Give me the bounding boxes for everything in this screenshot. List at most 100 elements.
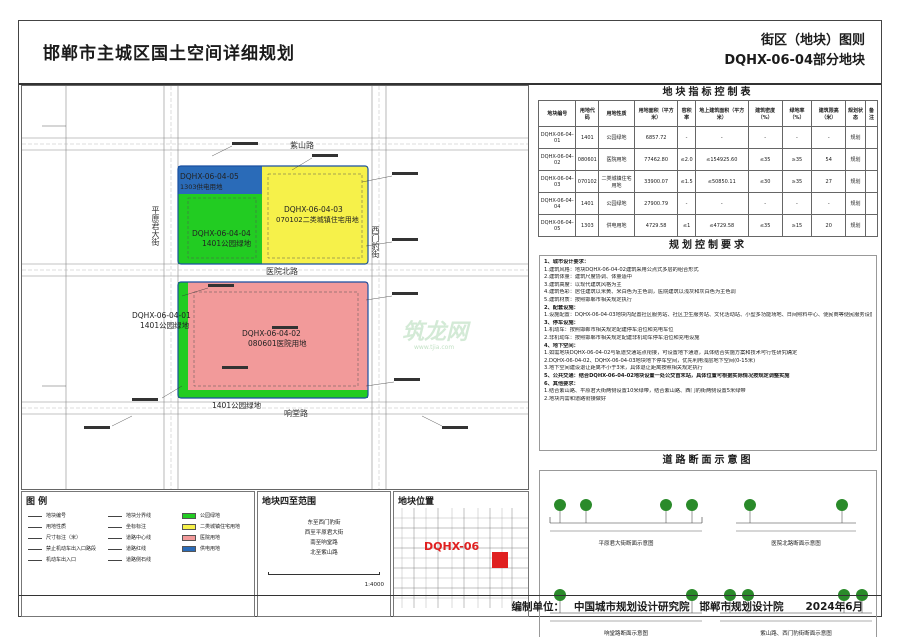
table-cell: ≤50850.11 (694, 170, 749, 193)
table-cell: 1303 (575, 214, 600, 237)
road-south: 响堂路 (284, 408, 308, 418)
road-east: 西门豹街 (371, 226, 380, 258)
requirement-line: 5、公共交通：结合DQHX-06-04-02地块设置一处公交首末站，具体位置可根… (544, 372, 790, 379)
table-cell: 二类城镇住宅用地 (598, 170, 635, 193)
parcel-south-green-fill (178, 390, 368, 398)
table-cell: ≥35 (781, 148, 813, 171)
table-cell: 77462.80 (633, 148, 679, 171)
road-labels: 紫山路 医院北路 响堂路 (266, 140, 314, 418)
table-cell: - (747, 192, 783, 215)
index-table-header-cell: 规划状态 (845, 100, 866, 127)
road-north: 紫山路 (290, 140, 314, 150)
legend-label: 地块分界线 (126, 513, 152, 519)
index-table-header-cell: 建筑限高（米） (811, 100, 847, 127)
parcel-use-01: 1401公园绿地 (140, 320, 190, 330)
table-cell: 公园绿地 (598, 126, 635, 149)
footer-date: 2024年6月 (805, 601, 863, 613)
requirement-line: 4、地下空间： (544, 342, 579, 349)
legend-label: 二类城镇住宅用地 (200, 524, 241, 530)
legend-label: 供电用地 (200, 546, 221, 552)
location-highlight (492, 552, 508, 568)
table-cell: 27900.79 (633, 192, 679, 215)
road-section-2-svg (736, 499, 856, 532)
legend-swatch (28, 558, 42, 561)
table-cell: 供电用地 (598, 214, 635, 237)
table-cell: 公园绿地 (598, 192, 635, 215)
requirement-line: 1.机动车：按照邯郸市相关规定配建停车泊位和充电车位 (544, 327, 674, 334)
road-west-wrap: 平原君大街 (151, 206, 160, 246)
footer-org-1: 中国城市规划设计研究院 (573, 601, 690, 613)
requirement-line: 2.地块内需和道路衔接做好 (544, 395, 607, 402)
legend-swatch (182, 523, 196, 530)
legend-item: 公园绿地 (182, 512, 220, 519)
table-cell: - (677, 126, 696, 149)
drawing-title: 街区（地块）图则 DQHX-06-04部分地块 (724, 31, 865, 71)
legend-item: 道路红线 (108, 545, 146, 552)
table-cell: DQHX-06-04-02 (537, 148, 577, 171)
watermark-text: 筑龙网 (402, 320, 469, 345)
parcel-labels: DQHX-06-04-05 1303供电用地 DQHX-06-04-04 140… (132, 172, 359, 410)
index-table-header-cell: 备注 (864, 100, 879, 127)
header-divider (19, 83, 881, 85)
road-lines (22, 86, 528, 489)
requirement-line: 2.非机动车：按照邯郸市相关规定配建非机动车停车泊位和充电设施 (544, 334, 700, 341)
index-table-header: 地块编号用地代码用地性质用地面积（平方米）容积率地上建筑面积（平方米）建筑密度（… (537, 100, 879, 127)
map-svg: DQHX-06-04-05 1303供电用地 DQHX-06-04-04 140… (22, 86, 528, 489)
requirement-line: 2、配套设施： (544, 304, 579, 311)
drawing-subtitle-2: DQHX-06-04部分地块 (724, 53, 865, 68)
legend-item: 用地性质 (28, 523, 66, 530)
drawing-frame: 邯郸市主城区国土空间详细规划 街区（地块）图则 DQHX-06-04部分地块 (18, 20, 882, 637)
parcel-code-02: DQHX-06-04-02 (242, 329, 301, 338)
range-line: 南至响堂路 (310, 540, 338, 546)
table-cell: DQHX-06-04-01 (537, 126, 577, 149)
legend-swatch (28, 525, 42, 528)
index-table-header-cell: 用地代码 (575, 100, 600, 127)
legend-item: 尺寸标注（米） (28, 534, 81, 541)
location-label: DQHX-06 (424, 540, 479, 553)
requirement-line: 1.设施配置：DQHX-06-04-03地块内配置社区服务站、社区卫生服务站、文… (544, 312, 872, 319)
legend-item: 二类城镇住宅用地 (182, 523, 240, 530)
right-panel: 地块指标控制表 地块编号用地代码用地性质用地面积（平方米）容积率地上建筑面积（平… (535, 85, 881, 637)
requirement-line: 2.建筑体量：建筑尺度协调、体量适中 (544, 274, 632, 281)
table-cell: - (747, 126, 783, 149)
page-title: 邯郸市主城区国土空间详细规划 (43, 44, 295, 64)
table-cell: 070102 (575, 170, 600, 193)
parcel-code-04: DQHX-06-04-04 (192, 229, 251, 238)
location-map: DQHX-06 (394, 508, 528, 608)
legend-label: 地块编号 (46, 513, 67, 519)
legend-item: 供电用地 (182, 545, 220, 552)
range-line: 北至紫山路 (310, 550, 338, 556)
legend-label: 道路中心线 (126, 535, 152, 541)
road-section-1: 平原君大街断面示意图 (546, 481, 706, 551)
legend-swatch (28, 536, 42, 539)
legend-swatch (108, 547, 122, 550)
table-cell: 20 (811, 214, 847, 237)
legend-item: 道路侧石线 (108, 556, 151, 563)
legend-swatch (108, 558, 122, 561)
index-table-header-cell: 绿地率（%） (781, 100, 813, 127)
table-cell: 54 (811, 148, 847, 171)
table-cell: 规划 (845, 170, 866, 193)
legend-swatch (182, 534, 196, 541)
table-cell: ≤35 (747, 214, 783, 237)
table-cell: ≤30 (747, 170, 783, 193)
table-cell: - (811, 192, 847, 215)
table-cell: 33900.07 (633, 170, 679, 193)
parcel-use-05: 1303供电用地 (180, 182, 223, 191)
road-centerlines (22, 86, 528, 489)
table-cell: ≥15 (781, 214, 813, 237)
coordinate-callouts (42, 125, 443, 427)
table-cell: - (694, 192, 749, 215)
requirement-line: 4.建筑色彩：居住建筑以米黄、米白色为主色调，医院建筑以浅灰和灰白色为主色调 (544, 289, 736, 296)
table-cell: - (694, 126, 749, 149)
road-section-1-caption: 平原君大街断面示意图 (598, 541, 654, 547)
legend-label: 坐标标注 (126, 524, 147, 530)
range-lines: 东至西门豹街西至平原君大街南至响堂路北至紫山路 (258, 518, 390, 558)
legend-item: 医院用地 (182, 534, 220, 541)
requirement-line: 1.建筑风格：地块DQHX-06-04-02建筑采用公点式多层的组合形式 (544, 266, 699, 273)
